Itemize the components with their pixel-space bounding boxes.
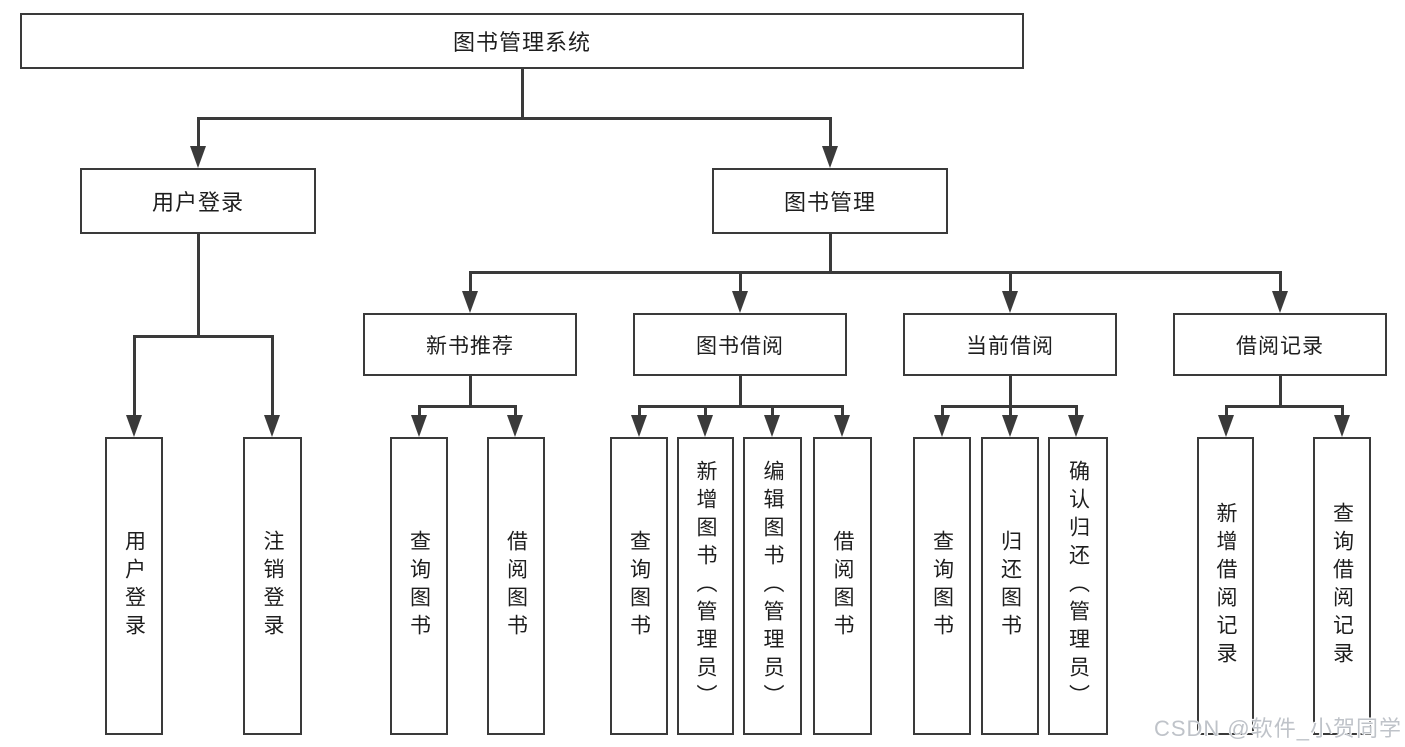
connector-drop [841,405,844,417]
connector-user-login-rail [133,335,274,338]
leaf-confirm-return-admin: 确认归还（管理员） [1048,437,1108,735]
leaf-user-login: 用户登录 [105,437,163,735]
connector-book-mgmt-rail [469,271,1282,274]
leaf-query-book-3: 查询图书 [913,437,971,735]
connector-drop [638,405,641,417]
connector-drop [829,117,832,148]
connector-book-borrow-trunk [739,376,742,407]
arrow-down-icon [1068,415,1084,437]
arrow-down-icon [1334,415,1350,437]
connector-book-borrow-rail [638,405,843,408]
connector-borrow-record-trunk [1279,376,1282,407]
leaf-borrow-book-2: 借阅图书 [813,437,872,735]
arrow-down-icon [732,291,748,313]
connector-book-mgmt-trunk [829,234,832,273]
connector-root-trunk [521,69,524,118]
connector-root-rail [197,117,832,120]
connector-drop [271,335,274,417]
connector-drop [771,405,774,417]
arrow-down-icon [1002,415,1018,437]
leaf-return-book: 归还图书 [981,437,1039,735]
connector-drop [941,405,944,417]
node-book-mgmt: 图书管理 [712,168,948,234]
node-new-book-rec: 新书推荐 [363,313,577,376]
node-book-borrow: 图书借阅 [633,313,847,376]
connector-drop [1075,405,1078,417]
node-current-borrow: 当前借阅 [903,313,1117,376]
arrow-down-icon [264,415,280,437]
leaf-add-borrow-record: 新增借阅记录 [1197,437,1254,735]
leaf-edit-book-admin: 编辑图书（管理员） [743,437,802,735]
arrow-down-icon [1218,415,1234,437]
connector-drop [1009,405,1012,417]
arrow-down-icon [1002,291,1018,313]
arrow-down-icon [1272,291,1288,313]
connector-user-login-trunk [197,234,200,337]
leaf-add-book-admin: 新增图书（管理员） [677,437,734,735]
leaf-borrow-book-1: 借阅图书 [487,437,545,735]
arrow-down-icon [834,415,850,437]
connector-drop [1009,271,1012,293]
arrow-down-icon [411,415,427,437]
connector-drop [133,335,136,417]
connector-current-borrow-trunk [1009,376,1012,407]
connector-drop [197,117,200,148]
connector-drop [704,405,707,417]
arrow-down-icon [462,291,478,313]
node-root: 图书管理系统 [20,13,1024,69]
connector-new-book-trunk [469,376,472,407]
arrow-down-icon [507,415,523,437]
arrow-down-icon [822,146,838,168]
connector-drop [469,271,472,293]
connector-drop [1279,271,1282,293]
watermark: CSDN @软件_小贺同学 [1153,716,1402,741]
arrow-down-icon [764,415,780,437]
node-borrow-record: 借阅记录 [1173,313,1387,376]
leaf-query-book-1: 查询图书 [390,437,448,735]
arrow-down-icon [126,415,142,437]
connector-borrow-record-rail [1225,405,1343,408]
arrow-down-icon [190,146,206,168]
arrow-down-icon [631,415,647,437]
connector-new-book-rail [418,405,516,408]
connector-drop [1341,405,1344,417]
connector-drop [1225,405,1228,417]
connector-drop [739,271,742,293]
leaf-logout: 注销登录 [243,437,302,735]
leaf-query-borrow-record: 查询借阅记录 [1313,437,1371,735]
arrow-down-icon [934,415,950,437]
leaf-query-book-2: 查询图书 [610,437,668,735]
connector-drop [418,405,421,417]
connector-drop [514,405,517,417]
node-user-login: 用户登录 [80,168,316,234]
arrow-down-icon [697,415,713,437]
